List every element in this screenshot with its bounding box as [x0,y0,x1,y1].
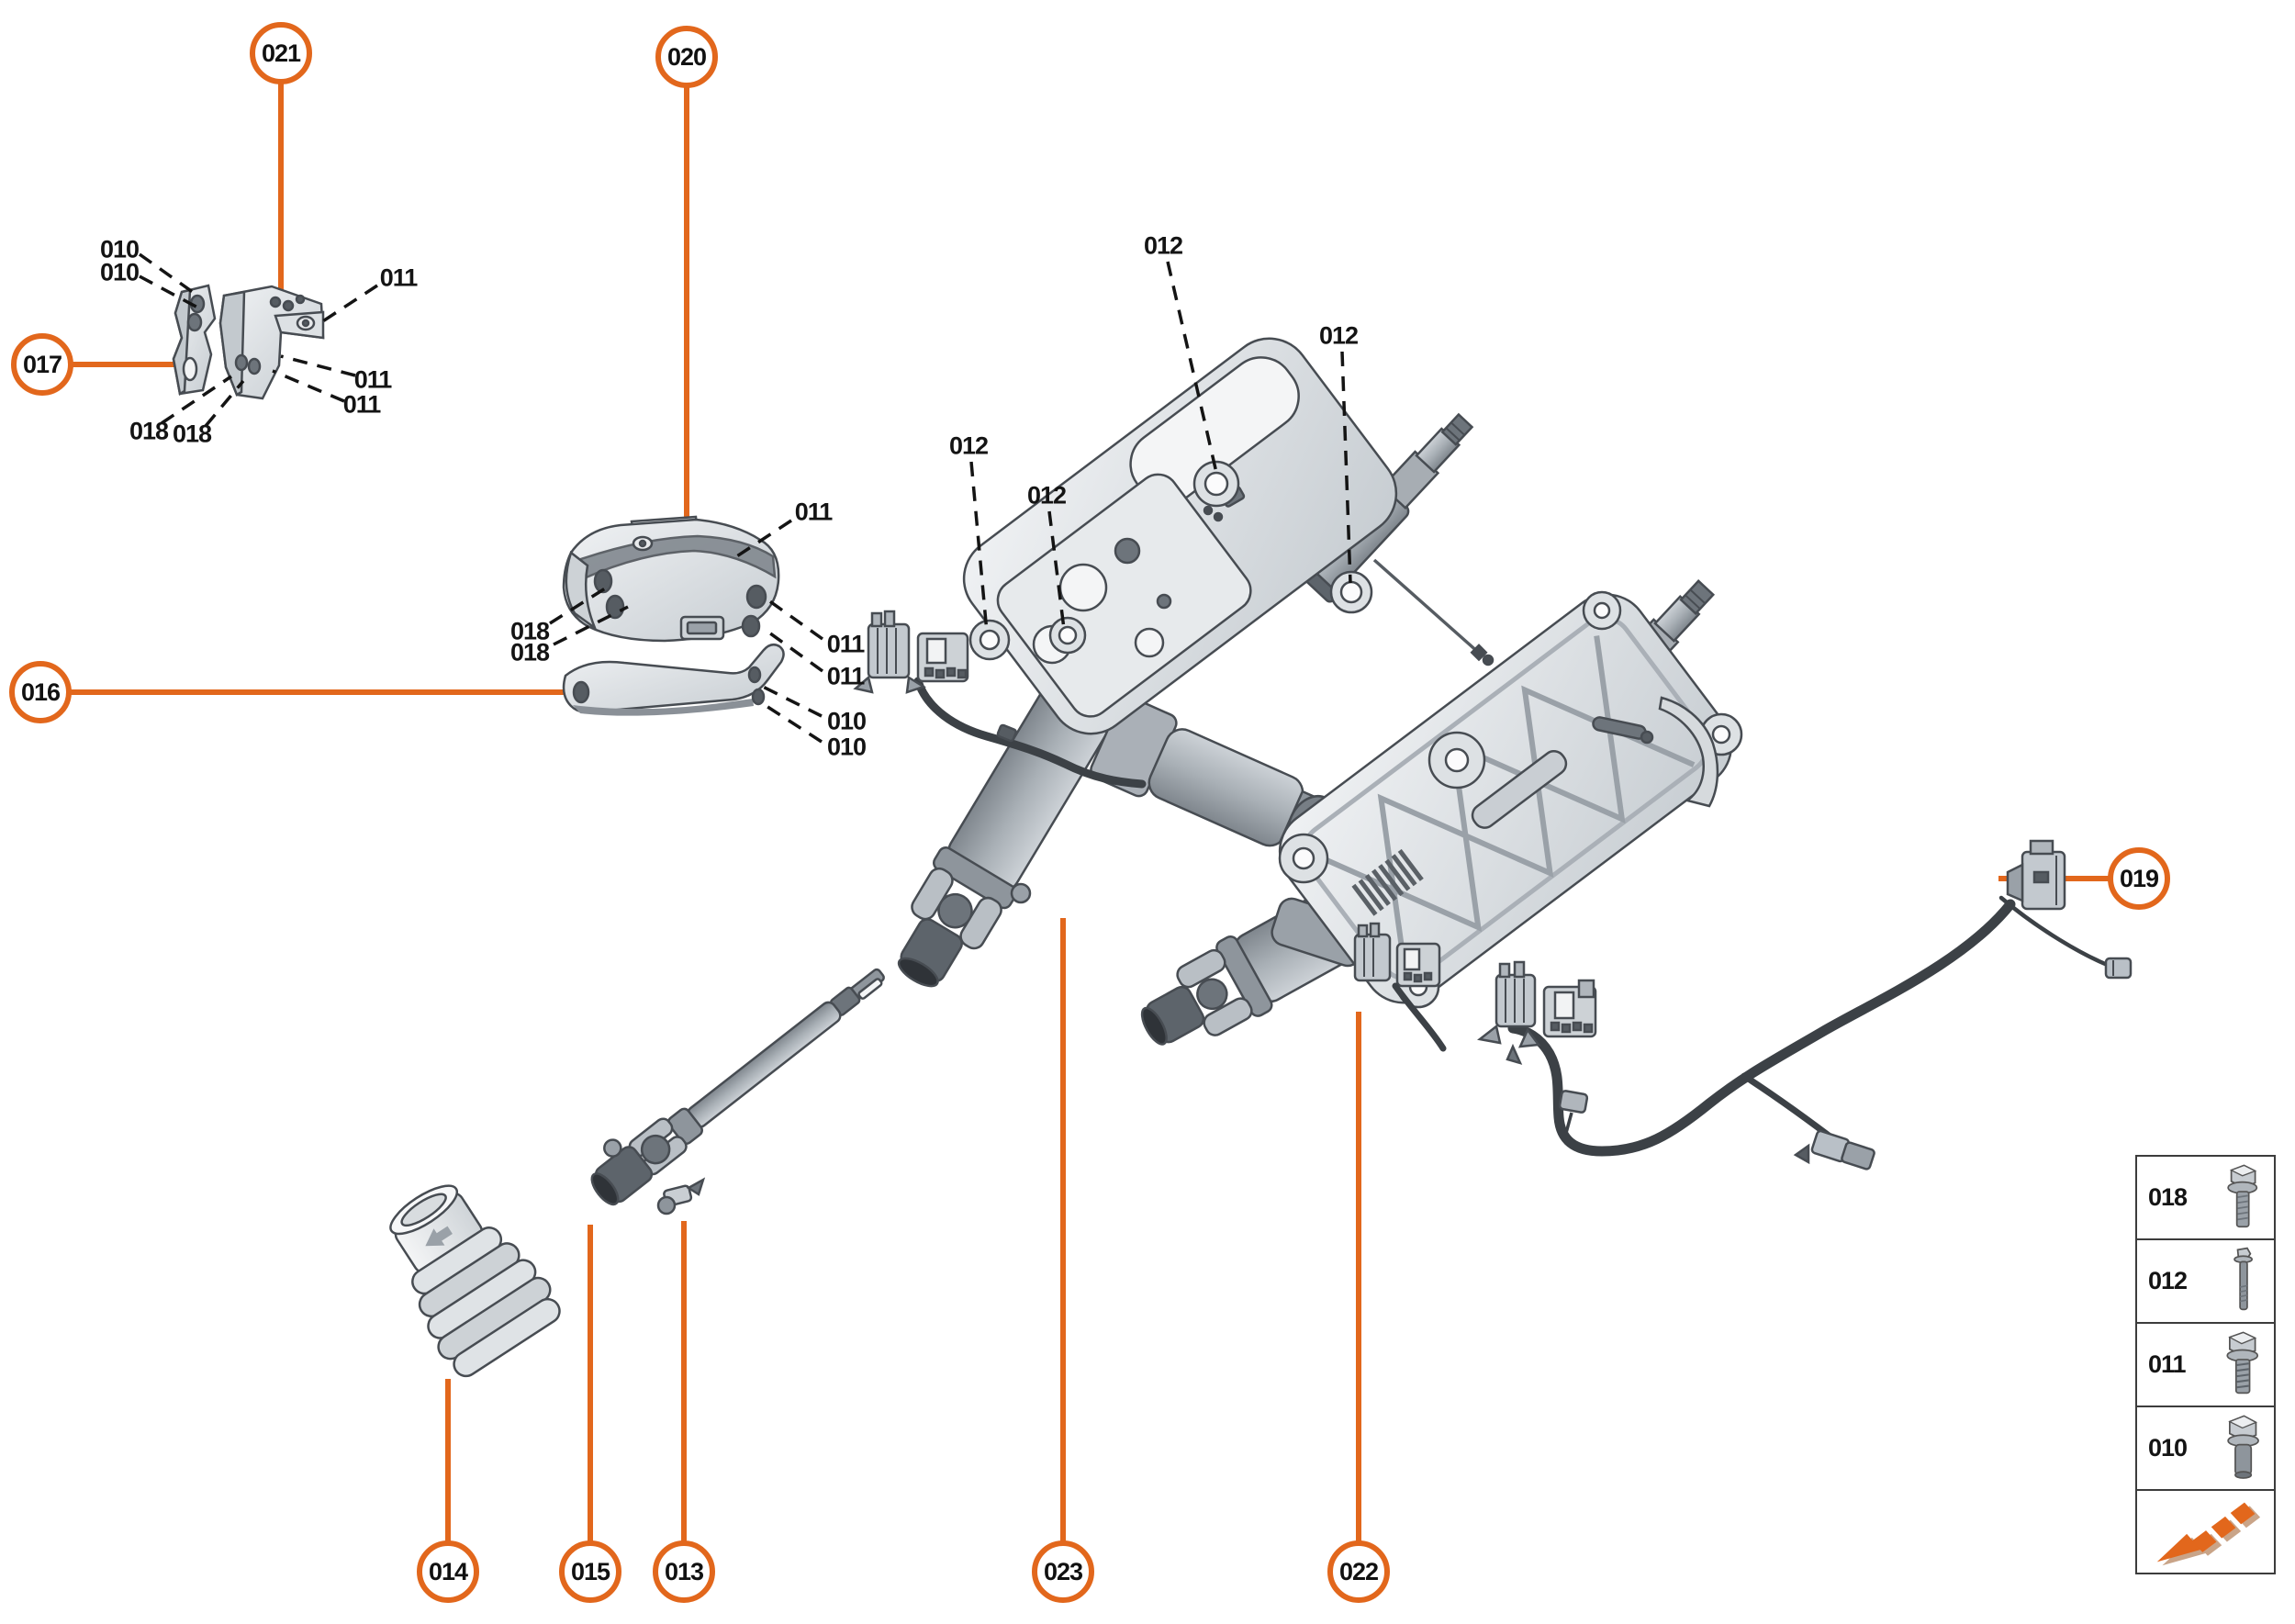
fastener-label-012: 012 [1026,481,1067,510]
callout-022[interactable]: 022 [1327,1540,1390,1603]
fastener-label-018: 018 [172,420,212,448]
fastener-label-010: 010 [99,258,140,286]
fastener-label-012: 012 [1143,231,1183,260]
fastener-label-018: 018 [129,417,169,445]
callout-015[interactable]: 015 [559,1540,621,1603]
callout-023[interactable]: 023 [1032,1540,1094,1603]
callout-014[interactable]: 014 [417,1540,479,1603]
callout-020[interactable]: 020 [655,26,718,88]
fastener-label-011: 011 [826,630,866,658]
fastener-label-011: 011 [353,365,393,394]
fastener-label-018: 018 [509,638,550,666]
fastener-label-012: 012 [1318,321,1359,350]
fastener-label-011: 011 [826,662,866,690]
legend-label: 018 [2148,1183,2188,1211]
legend-label: 011 [2148,1350,2187,1378]
long-bolt-icon [2233,1247,2253,1310]
fastener-label-011: 011 [342,390,382,419]
part-014-grommet-boot-illustration [389,1184,561,1378]
part-017-retaining-plate-illustration [172,284,217,396]
part-023-steering-column-assembly-illustration [897,337,1495,988]
legend-row-direction [2135,1489,2276,1574]
callout-019[interactable]: 019 [2108,847,2170,910]
callout-013[interactable]: 013 [653,1540,715,1603]
legend-row-011: 011 [2135,1322,2276,1407]
fastener-legend: 018 012 011 [2135,1155,2276,1582]
legend-row-018: 018 [2135,1155,2276,1240]
fastener-label-018: 018 [509,617,550,645]
fastener-label-012: 012 [948,431,989,460]
fastener-label-010: 010 [99,235,140,263]
part-019-wiring-harness-illustration [1477,839,2133,1170]
legend-row-010: 010 [2135,1406,2276,1491]
part-016-clamp-strap-illustration [562,643,785,716]
shoulder-bolt-icon [2227,1415,2259,1479]
fastener-label-011: 011 [379,263,419,292]
part-020-console-bracket-illustration [562,515,780,643]
legend-label: 010 [2148,1434,2188,1462]
column-switch-connectors-illustration [853,610,969,694]
part-013-clip-illustration [656,1177,706,1215]
part-015-intermediate-shaft-illustration [590,968,885,1206]
callout-016[interactable]: 016 [9,661,72,723]
fastener-leader-lines [138,252,1352,744]
legend-row-012: 012 [2135,1238,2276,1324]
legend-label: 012 [2148,1267,2188,1294]
assembly-direction-arrow-icon [2156,1502,2261,1565]
fastener-label-010: 010 [826,707,867,735]
part-022-steering-column-assembly-illustration [1140,579,1743,1046]
flange-bolt-icon [2227,1164,2258,1227]
callout-017[interactable]: 017 [11,333,73,396]
callout-021[interactable]: 021 [250,22,312,84]
callout-leader-lines [71,84,2110,1543]
fastener-label-011: 011 [794,498,834,526]
column-022-connectors-illustration [1353,922,1447,1052]
part-021-bracket-illustration [218,285,325,400]
fastener-label-010: 010 [826,733,867,761]
ribbed-flange-bolt-icon [2226,1331,2259,1394]
